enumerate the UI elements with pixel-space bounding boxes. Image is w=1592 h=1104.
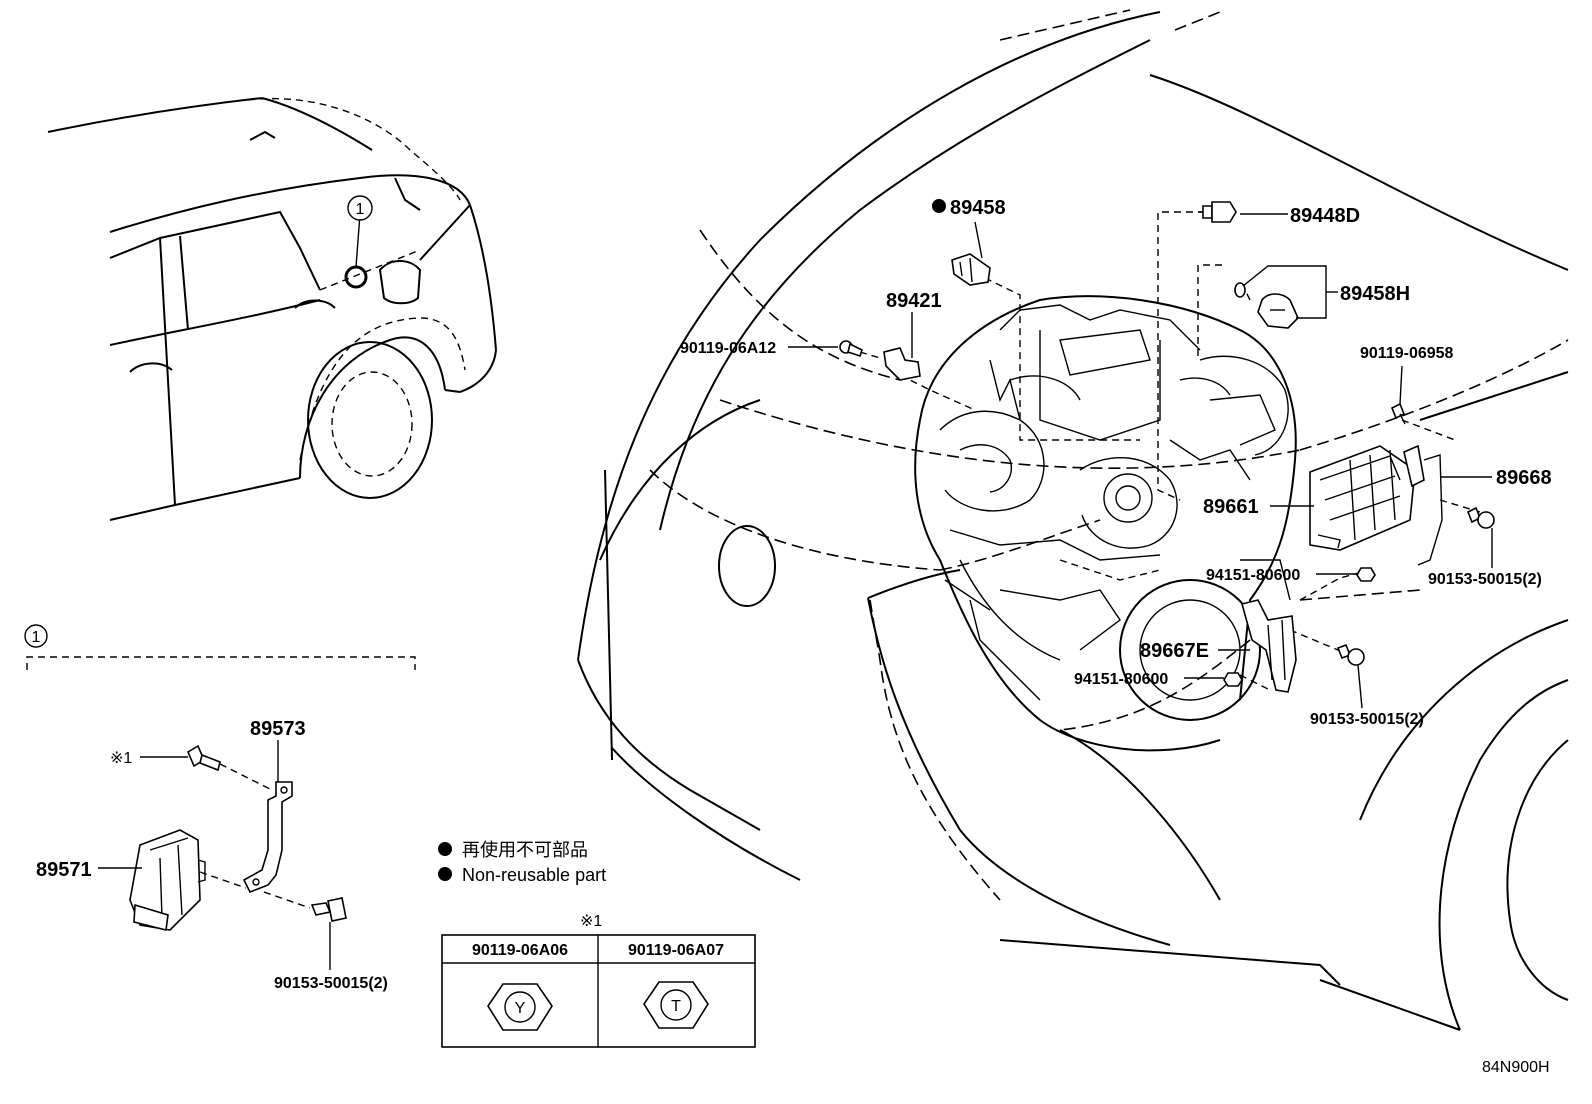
legend: 再使用不可部品 Non-reusable part (438, 840, 606, 885)
connector-89668-icon (1403, 444, 1443, 566)
bracket-89573-icon (242, 781, 293, 894)
sensor-89571-icon (129, 829, 206, 931)
sensor-89448D-icon (1198, 201, 1237, 223)
callout-89571: 89571 (36, 859, 92, 881)
ref-circle-label-detail: 1 (32, 629, 41, 646)
callout-90153-50015-b: 90153-50015(2) (1310, 711, 1424, 728)
ref-circle-label-top: 1 (356, 201, 365, 218)
bolt-t-letter: T (671, 998, 681, 1015)
callout-89661: 89661 (1203, 496, 1259, 518)
sensor-89458H-icon (1234, 282, 1299, 329)
bolt-table: ※1 90119-06A06 90119-06A07 Y T (441, 913, 756, 1048)
bolt-note-1-icon (186, 744, 221, 772)
engine-assembly (914, 295, 1297, 752)
ecu-89661-icon (1309, 445, 1416, 551)
bolt-90119-06A12-icon (839, 340, 863, 358)
callout-94151-80600-a: 94151-80600 (1206, 567, 1300, 584)
callout-89421: 89421 (886, 290, 942, 312)
nut-94151-80600-b-icon (1223, 672, 1243, 687)
callout-90153-50015-c: 90153-50015(2) (274, 975, 388, 992)
callout-89448D: 89448D (1290, 205, 1360, 227)
bolt-table-mark: ※1 (580, 913, 602, 930)
vehicle-side-view: 1 (47, 97, 497, 521)
detail-group-1: 1 89573 ※1 (24, 624, 416, 992)
legend-dot-en (438, 867, 452, 881)
bolt-y-head-icon (487, 983, 553, 1031)
legend-non-reusable-jp: 再使用不可部品 (462, 840, 588, 860)
sensor-89458-icon (951, 253, 991, 286)
non-reusable-dot-89458 (932, 199, 946, 213)
callout-89458: 89458 (950, 197, 1006, 219)
callout-89668: 89668 (1496, 467, 1552, 489)
bracket-89667E-icon (1241, 599, 1297, 693)
note-mark-1: ※1 (110, 750, 132, 767)
bolt-90153-50015-c-icon (310, 897, 347, 922)
callout-94151-80600-b: 94151-80600 (1074, 671, 1168, 688)
callout-leaders (788, 213, 1493, 709)
nut-94151-80600-a-icon (1356, 567, 1376, 582)
legend-non-reusable-en: Non-reusable part (462, 865, 606, 885)
bolt-table-col2-part: 90119-06A07 (628, 942, 724, 959)
callout-90119-06958: 90119-06958 (1360, 345, 1454, 362)
callout-89458H: 89458H (1340, 283, 1410, 305)
diagram-code: 84N900H (1482, 1059, 1550, 1076)
bolt-90153-50015-b-icon (1336, 643, 1365, 666)
bolt-90119-06958-icon (1390, 402, 1406, 425)
callout-89667E: 89667E (1140, 640, 1209, 662)
bolt-90153-50015-a-icon (1466, 506, 1495, 529)
bolt-y-letter: Y (515, 1000, 526, 1017)
legend-dot-jp (438, 842, 452, 856)
sensor-89421-icon (883, 347, 921, 381)
front-vehicle-view (577, 9, 1569, 1031)
bolt-table-col1-part: 90119-06A06 (472, 942, 568, 959)
callout-89573: 89573 (250, 718, 306, 740)
bolt-t-head-icon (643, 981, 709, 1029)
callout-90119-06A12: 90119-06A12 (680, 340, 776, 357)
callout-90153-50015-a: 90153-50015(2) (1428, 571, 1542, 588)
